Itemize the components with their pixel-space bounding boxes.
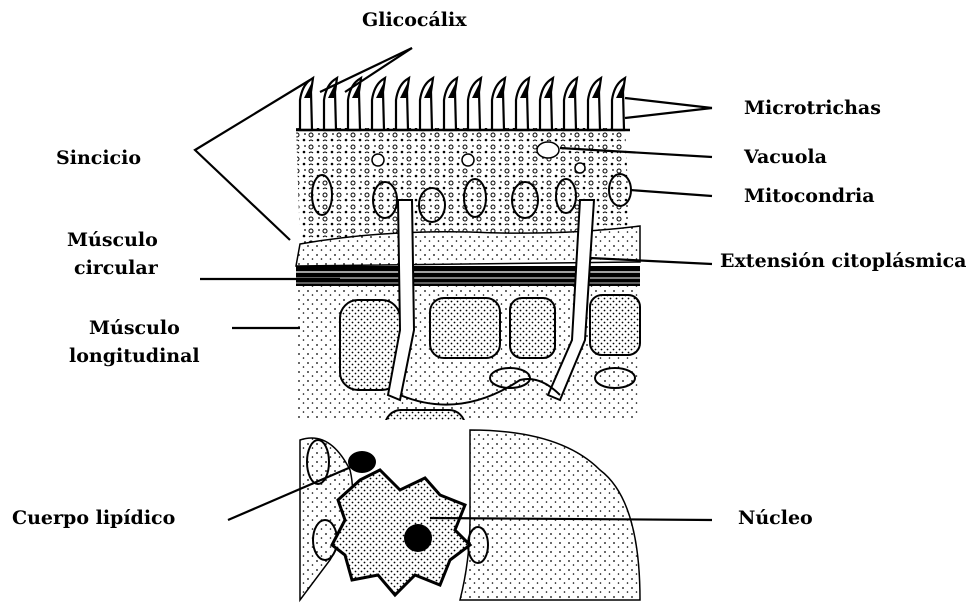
sincicio-leader [195, 80, 310, 240]
label-musculo-circular-line1: Músculo [67, 228, 158, 252]
microtrichas-leader-2 [625, 108, 712, 118]
label-microtrichas: Microtrichas [744, 96, 881, 120]
label-musculo-longitudinal-line2: longitudinal [69, 344, 200, 368]
label-nucleo: Núcleo [738, 506, 813, 530]
label-mitocondria: Mitocondria [744, 184, 875, 208]
label-musculo-longitudinal-line1: Músculo [89, 316, 180, 340]
mitocondria-leader [630, 190, 712, 196]
microtriches-row [296, 78, 630, 130]
label-glicocalix: Glicocálix [362, 8, 467, 32]
label-extension-citoplasmica: Extensión citoplásmica [720, 249, 966, 273]
label-cuerpo-lipidico: Cuerpo lipídico [12, 506, 175, 530]
glicocalix-leader [320, 48, 412, 92]
microtrichas-leader [625, 98, 712, 108]
label-sincicio: Sincicio [56, 146, 141, 170]
label-vacuola: Vacuola [744, 145, 827, 169]
lipid-body [348, 451, 376, 473]
label-musculo-circular-line2: circular [74, 256, 158, 280]
